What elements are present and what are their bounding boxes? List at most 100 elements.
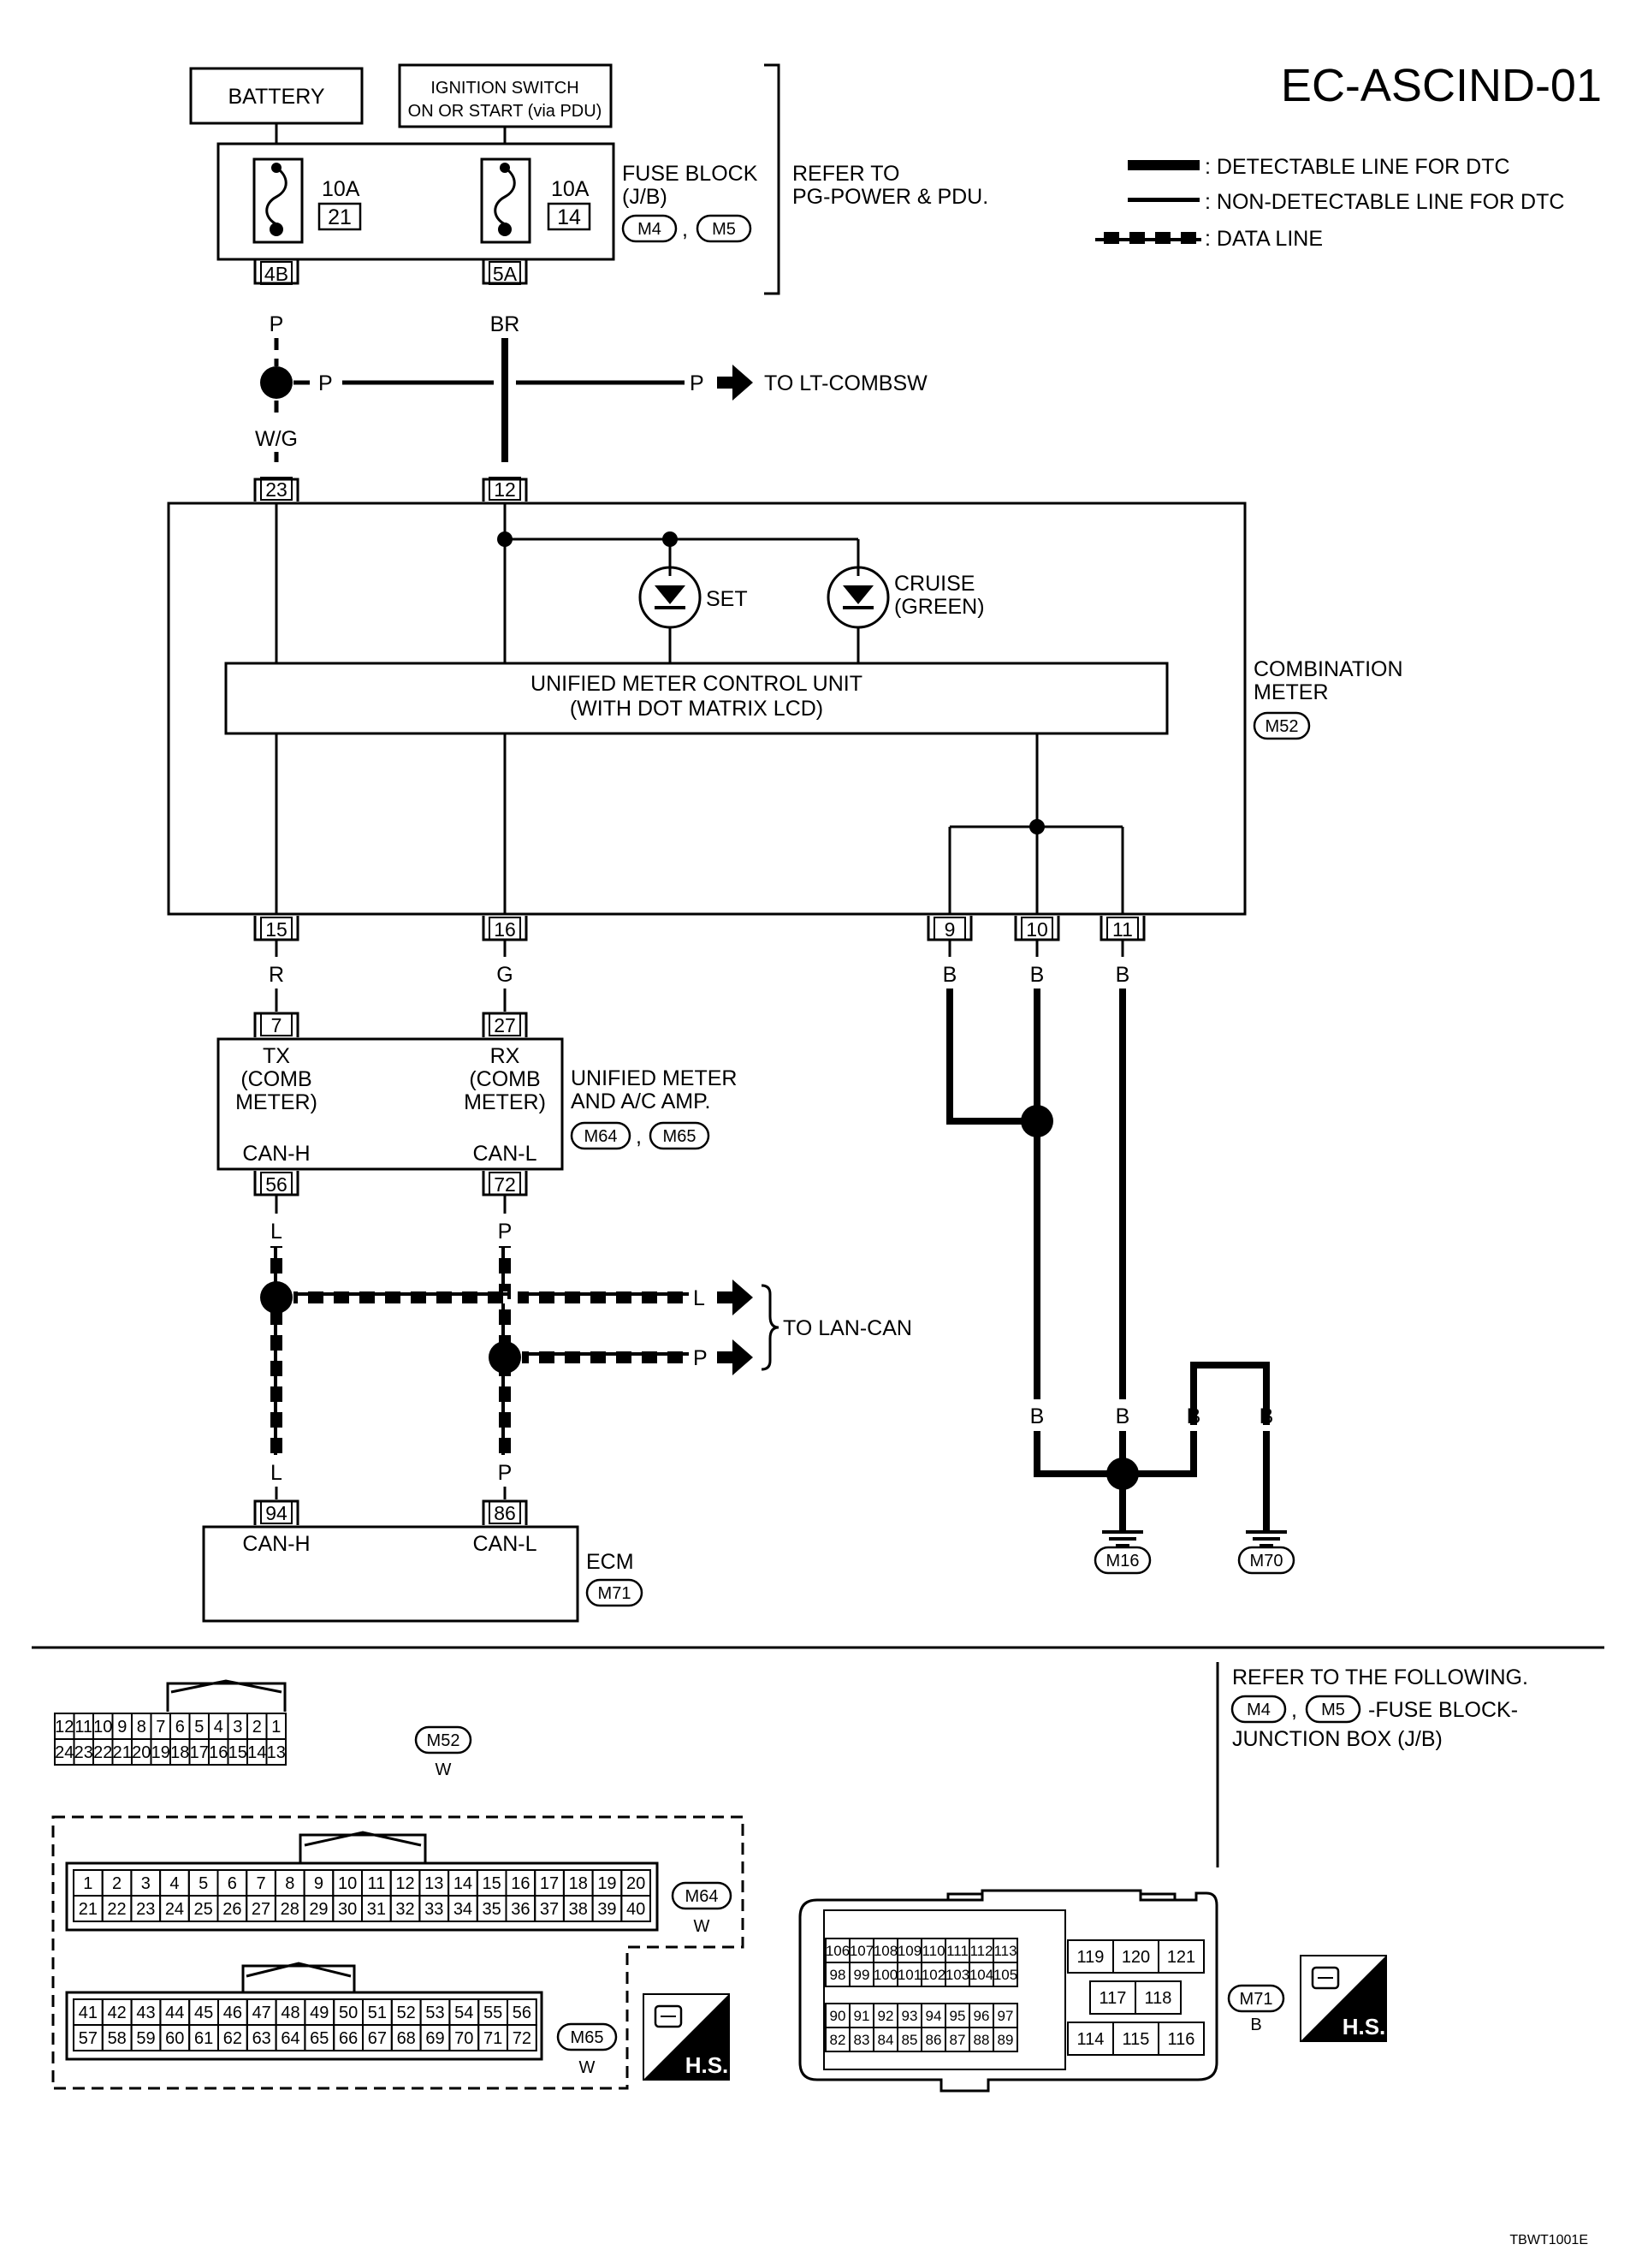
amp-conn-m64: M64 [584, 1127, 618, 1146]
fuse-block: 10A 21 10A 14 FUSE BLOCK (J/B) M4 , M5 [216, 142, 758, 261]
connector-pin-number: 34 [453, 1900, 472, 1919]
connector-pin-number: 19 [151, 1743, 170, 1762]
connector-pin-number: 9 [117, 1718, 127, 1737]
connector-pin-number: 15 [483, 1874, 501, 1893]
connector-pin-number: 12 [395, 1874, 414, 1893]
arrow-can-l-out [717, 1339, 753, 1375]
terminal-12: 12 [482, 477, 528, 502]
connector-pin-number: 84 [878, 2032, 894, 2048]
refer-following-sep: , [1291, 1698, 1297, 1722]
cruise-label: CRUISE [894, 572, 975, 596]
connector-pin-number: 49 [310, 2004, 329, 2022]
to-lan-can-bracket [761, 1284, 779, 1371]
connector-pin-cell [620, 1895, 651, 1922]
connector-pin-number: 54 [454, 2004, 473, 2022]
connector-pin-number: 4 [169, 1874, 179, 1893]
connector-pin-number: 5 [194, 1718, 204, 1737]
fuse-block-label-jb: (J/B) [622, 185, 667, 209]
terminal-27: 27 [482, 1012, 528, 1037]
connector-pin-number: 48 [281, 2004, 299, 2022]
wire-label-p-bot: P [498, 1461, 513, 1485]
connector-m71-color: B [1250, 2016, 1261, 2034]
connector-pin-number: 104 [969, 1967, 993, 1983]
connector-pin-number: 66 [339, 2029, 358, 2048]
connector-pin-number: 44 [165, 2004, 184, 2022]
connector-pin-number: 72 [513, 2029, 531, 2048]
connector-pin-number: 8 [285, 1874, 294, 1893]
terminal-72: 72 [482, 1171, 528, 1196]
connector-pin-number: 98 [830, 1967, 846, 1983]
terminal-94: 94 [253, 1499, 299, 1525]
connector-pin-number: 7 [156, 1718, 165, 1737]
combination-meter-label-1: COMBINATION [1254, 657, 1403, 681]
svg-text:27: 27 [494, 1014, 516, 1036]
connector-pin-number: 20 [132, 1743, 151, 1762]
svg-text:CAN-L: CAN-L [472, 1532, 536, 1556]
connector-pin-number: 55 [483, 2004, 502, 2022]
connector-pin-number: 9 [314, 1874, 323, 1893]
connector-pin-number: 29 [309, 1900, 328, 1919]
splice-ground [1106, 1458, 1139, 1490]
wire-label-b-g1: B [1030, 1404, 1045, 1428]
connector-pin-number: 7 [256, 1874, 265, 1893]
connector-pin-number: 112 [969, 1943, 993, 1959]
terminal-4b: 4B [253, 259, 299, 285]
connector-pin-number: 13 [267, 1743, 286, 1762]
svg-text:7: 7 [271, 1014, 282, 1036]
connector-pin-number: 41 [79, 2004, 98, 2022]
terminal-16: 16 [482, 916, 528, 941]
svg-text:16: 16 [494, 918, 516, 941]
wire-label-b11: B [1116, 963, 1130, 987]
connector-pin-number: 117 [1100, 1989, 1127, 2008]
connector-pin-number: 119 [1077, 1948, 1105, 1967]
connector-pin-number: 90 [830, 2008, 846, 2024]
umcu-label-1: UNIFIED METER CONTROL UNIT [531, 672, 862, 696]
connector-pin-cell [507, 2024, 537, 2051]
connector-pin-number: 19 [597, 1874, 616, 1893]
connector-pin-number: 64 [281, 2029, 299, 2048]
connector-pin-number: 42 [108, 2004, 127, 2022]
set-label: SET [706, 587, 748, 611]
connector-pin-number: 6 [228, 1874, 237, 1893]
connector-pin-number: 22 [93, 1743, 112, 1762]
umcu-label-2: (WITH DOT MATRIX LCD) [570, 697, 823, 721]
cruise-indicator-icon [827, 566, 890, 629]
connector-pin-number: 82 [830, 2032, 846, 2048]
fuse-left: 10A 21 [252, 157, 362, 244]
amp-conn-m65: M65 [663, 1127, 696, 1146]
terminal-11: 11 [1100, 916, 1146, 941]
connector-pin-number: 24 [55, 1743, 74, 1762]
fuse-block-conn-m4: M4 [637, 220, 661, 239]
connector-pin-number: 68 [397, 2029, 416, 2048]
connector-pin-number: 110 [922, 1943, 945, 1959]
svg-text:4B: 4B [264, 263, 288, 285]
connector-pin-number: 63 [252, 2029, 271, 2048]
wire-label-r: R [269, 963, 284, 987]
terminal-7: 7 [253, 1012, 299, 1037]
connector-pin-number: 118 [1145, 1989, 1172, 2008]
connector-pin-number: 43 [136, 2004, 155, 2022]
wire-label-b-g3: B [1187, 1404, 1201, 1428]
wire-label-br-top: BR [490, 312, 520, 336]
ground-m70-label: M70 [1250, 1552, 1283, 1570]
connector-pin-number: 109 [898, 1943, 922, 1959]
wire-label-g: G [496, 963, 513, 987]
svg-text:RX: RX [490, 1044, 520, 1068]
connector-pin-number: 22 [107, 1900, 126, 1919]
wire-label-p-top: P [270, 312, 284, 336]
connector-pin-number: 116 [1168, 2030, 1195, 2049]
hs-harness-side-icon: H.S. [643, 1993, 730, 2081]
wire-label-p-splice: P [318, 371, 333, 395]
connector-pin-number: 88 [974, 2032, 990, 2048]
connector-pin-number: 1 [83, 1874, 92, 1893]
hs-harness-side-icon-2: H.S. [1300, 1955, 1387, 2042]
combination-meter: SET CRUISE (GREEN) UNIFIED METER CONTROL… [167, 502, 1247, 916]
legend-detectable-line [1128, 160, 1200, 170]
combination-meter-conn-m52: M52 [1266, 717, 1299, 736]
connector-pin-number: 69 [425, 2029, 444, 2048]
terminal-5a: 5A [482, 259, 528, 285]
refer-following-conn-m5: M5 [1321, 1701, 1345, 1719]
